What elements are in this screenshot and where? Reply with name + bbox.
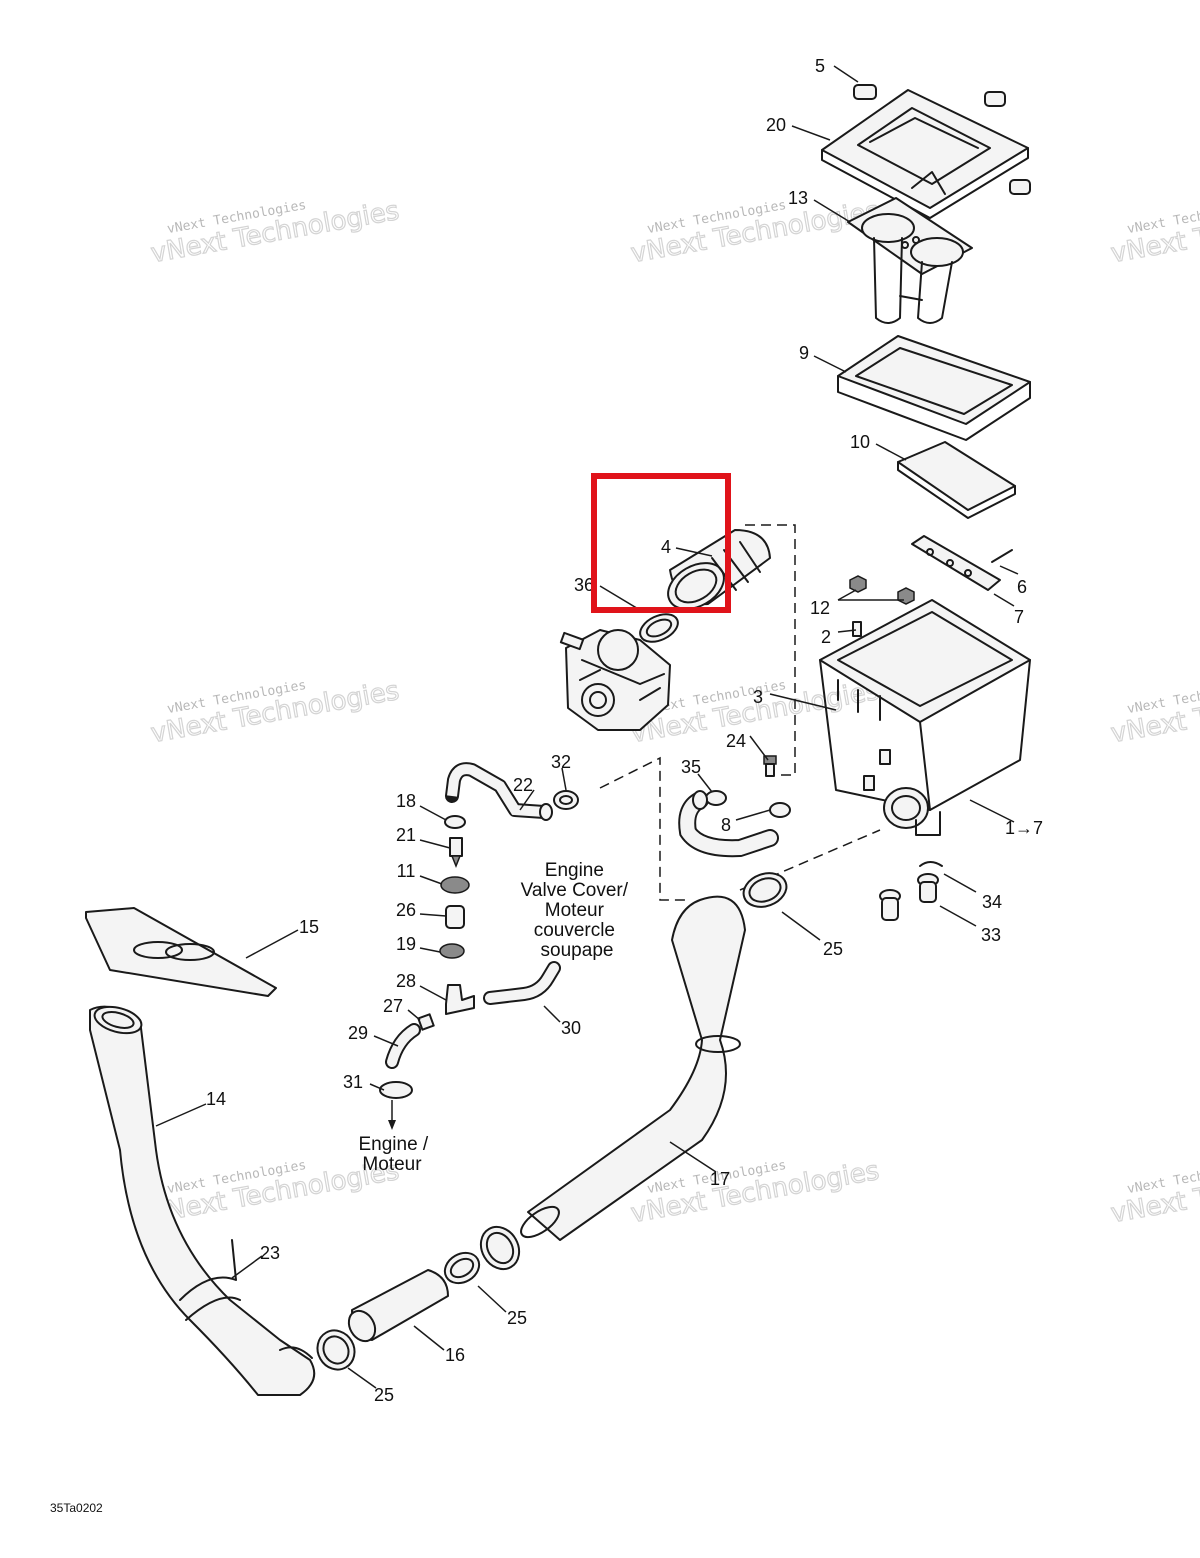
note-line: Moteur (545, 900, 605, 921)
callout-number: 22 (513, 775, 533, 795)
clamp-part (439, 943, 465, 959)
duct-clamp-part (316, 1329, 356, 1371)
callout-number: 11 (397, 861, 416, 881)
connector-tube-part (347, 1269, 449, 1343)
intake-duct-part (89, 1005, 316, 1396)
watermark: vNext Technologies vNext Technologies (1108, 195, 1200, 269)
callout-number: 36 (574, 575, 594, 595)
intake-clamp-part (639, 613, 679, 643)
watermarks: vNext Technologies vNext Technologies vN… (148, 195, 1200, 1229)
elbow-hose-part-inner (387, 1025, 419, 1067)
callout-number: 5 (815, 56, 825, 76)
callout-number: 30 (561, 1018, 581, 1038)
callout-number: 34 (982, 892, 1002, 912)
hose-clamp-part (553, 790, 579, 810)
assembly-boundary (745, 524, 796, 776)
note-line: Engine (545, 860, 604, 881)
watermark-outline-text: vNext Technologies (1109, 1156, 1200, 1229)
intake-plate-tubes-part (847, 197, 973, 324)
fitting-part (417, 1013, 435, 1031)
callout-number: 27 (383, 996, 403, 1016)
deflector-plate-part (85, 907, 277, 997)
connection-path (599, 756, 690, 901)
figure-reference-code: 35Ta0202 (50, 1501, 103, 1515)
callout-number: 7 (1014, 607, 1024, 627)
small-clamp-part (444, 815, 466, 829)
callout-number: 29 (348, 1023, 368, 1043)
callout-number: 13 (788, 188, 808, 208)
callout-number: 12 (810, 598, 830, 618)
vent-hose-part (445, 762, 553, 821)
callout-number: 3 (753, 687, 763, 707)
duct-clamp-part (742, 872, 788, 908)
drain-cap-part (879, 861, 943, 921)
note-line: soupape (541, 940, 614, 961)
main-duct-part (520, 895, 746, 1241)
callout-number: 9 (799, 343, 809, 363)
part-4-highlight-box (591, 473, 731, 613)
callout-number: 14 (206, 1089, 226, 1109)
watermark-outline-text: vNext Technologies (1109, 196, 1200, 269)
valve-cover-note: Engine Valve Cover/ Moteur couvercle sou… (521, 860, 634, 961)
duct-clamp-part (443, 1225, 521, 1285)
callout-number: 21 (396, 825, 416, 845)
callout-number: 25 (823, 939, 843, 959)
callout-number: 17 (710, 1169, 730, 1189)
callout-number: 25 (374, 1385, 394, 1405)
airbox-cover-part (821, 84, 1031, 219)
callout-number: 6 (1017, 577, 1027, 597)
callout-number: 28 (396, 971, 416, 991)
screw-part (763, 755, 777, 777)
callout-number: 35 (681, 757, 701, 777)
callout-number: 15 (299, 917, 319, 937)
callout-number: 1→7 (1005, 818, 1043, 838)
engine-note: Engine / Moteur (358, 1134, 433, 1175)
note-line: Moteur (362, 1154, 422, 1175)
watermark-outline-text: vNext Technologies (1109, 676, 1200, 749)
note-line: couvercle (534, 920, 615, 941)
note-line: Valve Cover/ (521, 880, 629, 901)
hose-clamp-part (379, 1081, 413, 1099)
callout-number: 8 (721, 815, 731, 835)
callout-number: 20 (766, 115, 786, 135)
ring-part (440, 876, 470, 894)
callout-number: 10 (850, 432, 870, 452)
watermark: vNext Technologies vNext Technologies (1108, 675, 1200, 749)
leader-lines (155, 65, 1019, 1389)
tee-fitting-part (445, 984, 475, 1015)
callout-number: 31 (343, 1072, 363, 1092)
callout-number: 23 (260, 1243, 280, 1263)
callout-number: 18 (396, 791, 416, 811)
callout-number: 2 (821, 627, 831, 647)
drain-hose-part (678, 790, 791, 858)
sleeve-part (445, 905, 465, 929)
arrow-head (388, 1120, 396, 1130)
callout-number: 25 (507, 1308, 527, 1328)
filter-pad-part (897, 441, 1016, 519)
hose-part-inner (485, 963, 559, 1003)
watermark: vNext Technologies vNext Technologies (148, 195, 402, 269)
watermark: vNext Technologies vNext Technologies (1108, 1155, 1200, 1229)
throttle-body-part (559, 629, 671, 731)
watermark: vNext Technologies vNext Technologies (628, 195, 882, 269)
callout-number: 26 (396, 900, 416, 920)
intake-boot-part (667, 529, 771, 610)
note-line: Engine / (358, 1134, 428, 1155)
mounting-strip-part (911, 535, 1013, 591)
callout-number: 16 (445, 1345, 465, 1365)
callout-number: 19 (396, 934, 416, 954)
check-valve-part (449, 837, 463, 869)
tie-strap-part (179, 1239, 241, 1321)
filter-tray-part (837, 335, 1031, 441)
callout-number: 33 (981, 925, 1001, 945)
airbox-body-part (819, 599, 1031, 836)
watermark: vNext Technologies vNext Technologies (148, 675, 402, 749)
callout-number: 24 (726, 731, 746, 751)
callout-number: 32 (551, 752, 571, 772)
callout-number: 4 (661, 537, 671, 557)
